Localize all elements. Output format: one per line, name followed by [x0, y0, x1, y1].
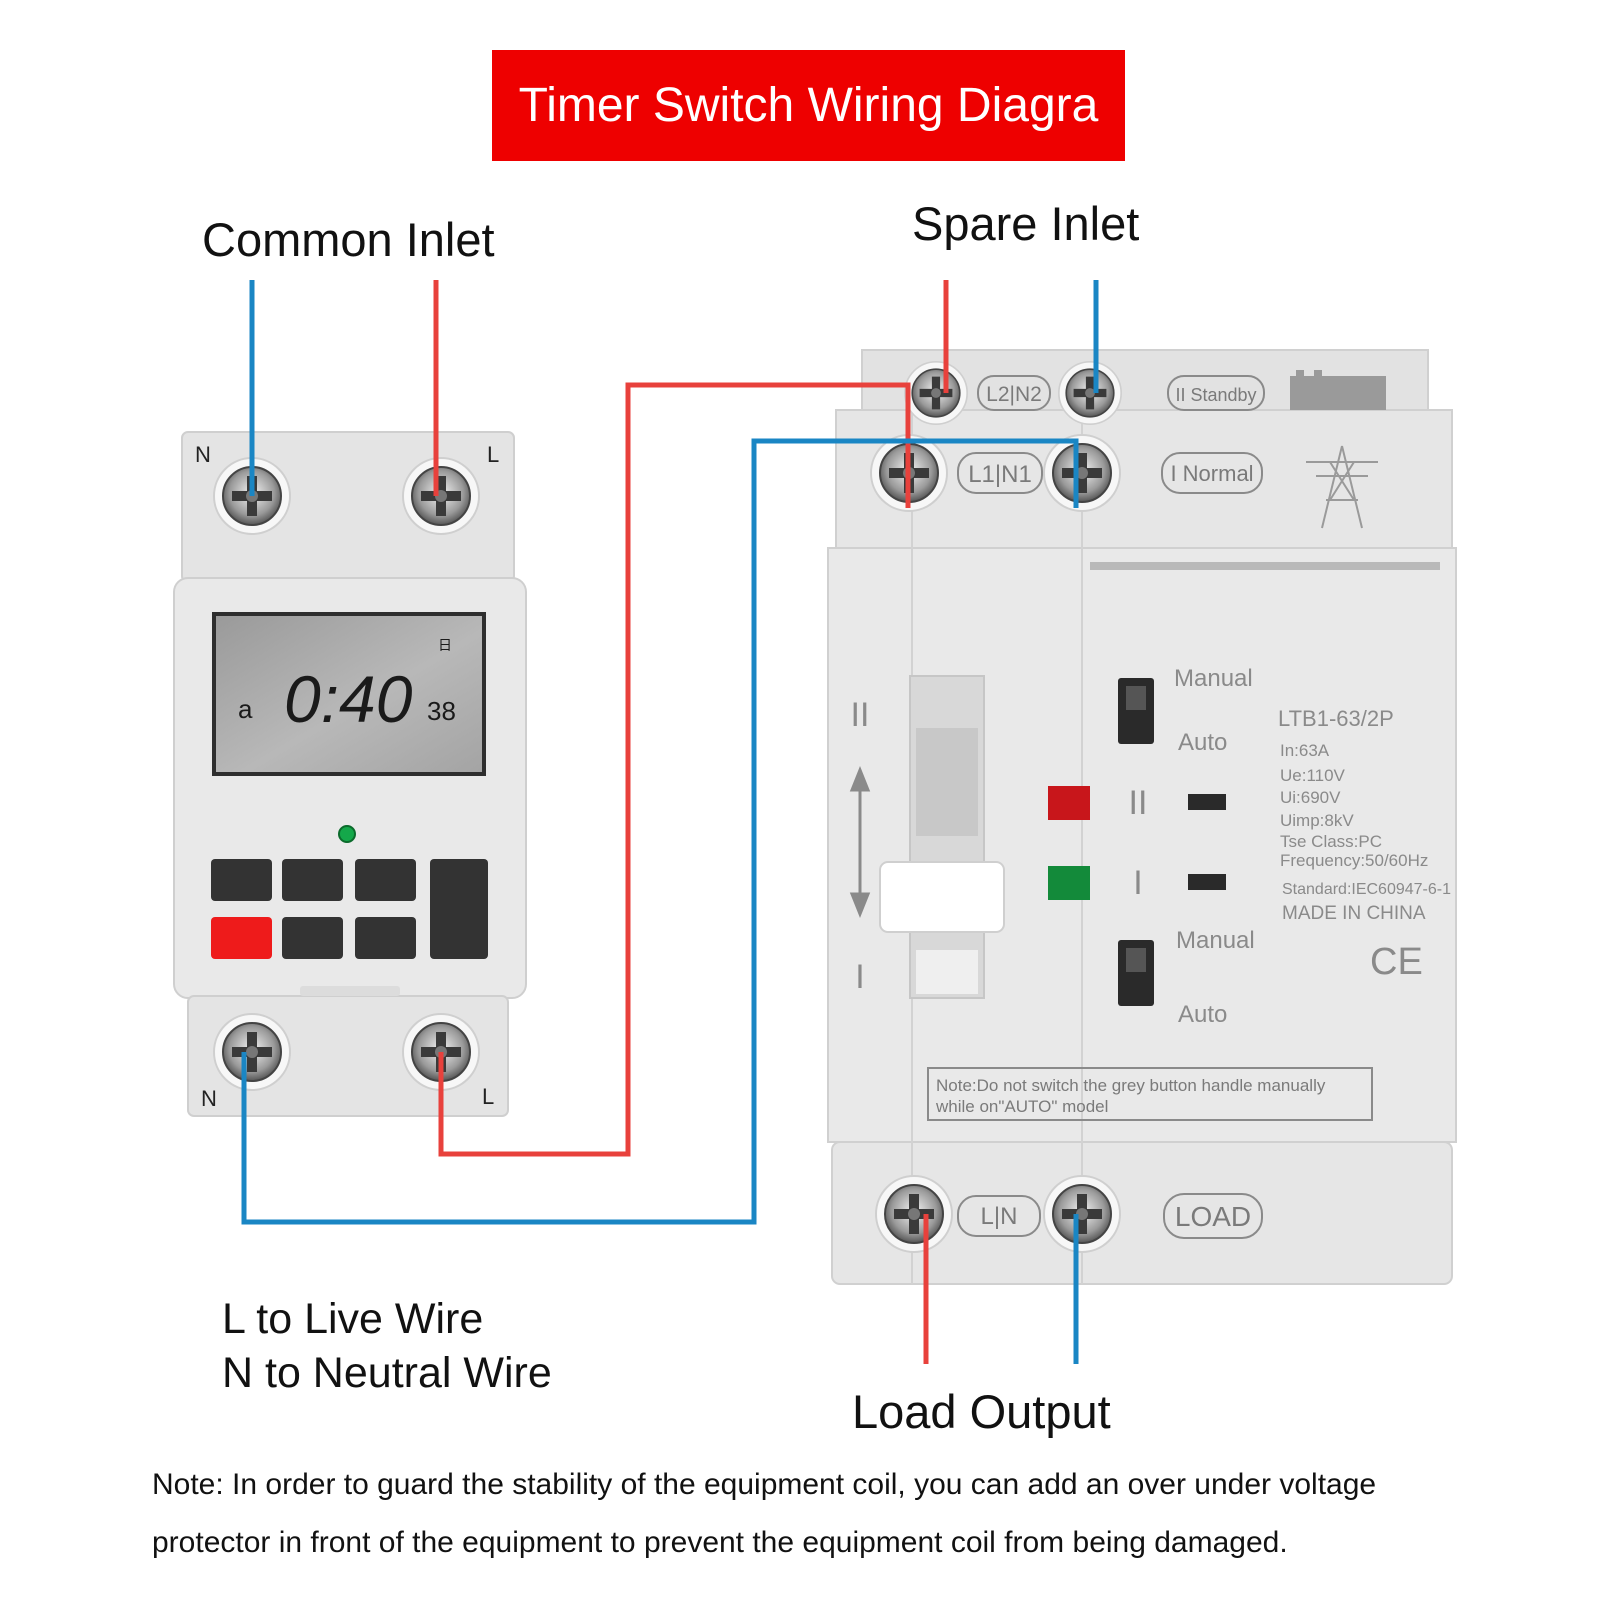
- wires: [241, 280, 1099, 1364]
- ats-mid-terminal-label: L1|N1: [968, 461, 1032, 488]
- ats-note-box: [927, 1067, 1373, 1121]
- ats-spec-ui: Ui:690V: [1280, 788, 1341, 807]
- ats-spec-standard: Standard:IEC60947-6-1: [1282, 881, 1451, 898]
- lcd-day: a: [238, 694, 253, 724]
- wiring-diagram: N L N L a 0:40 38 日: [173, 280, 1457, 1364]
- lcd-corner-glyph: 日: [438, 637, 452, 653]
- ats-normal-tag: I Normal: [1170, 461, 1253, 486]
- title-banner: Timer Switch Wiring Diagra: [492, 50, 1125, 161]
- ats-auto-bottom: Auto: [1178, 1001, 1227, 1028]
- legend-neutral: N to Neutral Wire: [222, 1349, 552, 1397]
- ats-model: LTB1-63/2P: [1278, 706, 1394, 731]
- timer-neutral-to-normal-wire: [241, 438, 1079, 1225]
- ats-n2-screw: [1058, 361, 1122, 425]
- ats-auto-top: Auto: [1178, 729, 1227, 756]
- ats-spec-ue: Ue:110V: [1280, 766, 1346, 785]
- ats-note-line1: Note:Do not switch the grey button handl…: [936, 1076, 1326, 1095]
- ats-spec-in: In:63A: [1280, 741, 1330, 760]
- double-arrow-icon: [849, 765, 871, 919]
- bottom-note: Note: In order to guard the stability of…: [152, 1468, 1377, 1559]
- timer-bottom-n-label: N: [201, 1086, 217, 1111]
- timer-button-tall[interactable]: [430, 859, 488, 959]
- ats-n-load-screw: [1043, 1175, 1121, 1253]
- timer-button-5[interactable]: [282, 917, 343, 959]
- ats-spec-frequency: Frequency:50/60Hz: [1280, 851, 1428, 870]
- ats-l-load-screw: [875, 1175, 953, 1253]
- ats-made-in: MADE IN CHINA: [1282, 903, 1426, 924]
- ats-note-line2: while on"AUTO" model: [935, 1097, 1108, 1116]
- ats-top-strip: [1090, 562, 1440, 570]
- diagram-title: Timer Switch Wiring Diagra: [518, 79, 1099, 132]
- timer-top-l-label: L: [487, 442, 499, 467]
- factory-icon: [1290, 370, 1386, 410]
- ats-indicator-ii-label: II: [1129, 784, 1148, 822]
- ats-bottom-module: [831, 1141, 1453, 1285]
- timer-button-6[interactable]: [355, 917, 416, 959]
- lcd-time: 0:40: [284, 662, 413, 736]
- timer-bottom-n-screw: [213, 1013, 291, 1091]
- ats-position-i: I: [855, 958, 864, 996]
- ats-load-terminal-label: L|N: [981, 1203, 1018, 1230]
- ats-n1-screw: [1043, 434, 1121, 512]
- ats-load-tag: LOAD: [1175, 1201, 1251, 1232]
- lcd-seconds: 38: [427, 696, 456, 726]
- status-led: [338, 825, 356, 843]
- timer-top-n-label: N: [195, 442, 211, 467]
- lcd-screen: [216, 616, 482, 772]
- ats-standby-tag: II Standby: [1175, 385, 1256, 405]
- ce-mark: CE: [1370, 941, 1423, 983]
- ats-position-ii: II: [851, 696, 870, 734]
- timer-switch: N L N L a 0:40 38 日: [173, 431, 527, 1117]
- ats-handle[interactable]: [879, 861, 1005, 933]
- legend-live: L to Live Wire: [222, 1295, 484, 1343]
- spare-inlet-label: Spare Inlet: [912, 197, 1140, 250]
- ats-handle-track: [909, 675, 985, 999]
- load-output-label: Load Output: [852, 1385, 1111, 1438]
- timer-button-3[interactable]: [355, 859, 416, 901]
- timer-button-1[interactable]: [211, 859, 272, 901]
- wire-legend: L to Live Wire N to Neutral Wire: [222, 1292, 552, 1400]
- timer-clip: [300, 986, 400, 996]
- timer-live-to-normal-wire: [438, 382, 911, 1157]
- pylon-icon: [1306, 445, 1378, 529]
- ats-indicator-i-green: [1048, 866, 1090, 900]
- ats-l2-screw: [904, 361, 968, 425]
- timer-button-2[interactable]: [282, 859, 343, 901]
- common-inlet-label: Common Inlet: [202, 213, 495, 266]
- ats-manual-bottom: Manual: [1176, 927, 1255, 954]
- ats-spec-uimp: Uimp:8kV: [1280, 811, 1354, 830]
- ats-manual-top: Manual: [1174, 665, 1253, 692]
- ats-switch: L2|N2 II Standby L1|N1 I Normal L|N LOAD…: [827, 349, 1457, 1285]
- timer-bottom-l-label: L: [482, 1084, 494, 1109]
- timer-button-red[interactable]: [211, 917, 272, 959]
- ats-window-i: [1188, 874, 1226, 890]
- ats-indicator-ii-red: [1048, 786, 1090, 820]
- ats-window-ii: [1188, 794, 1226, 810]
- ats-indicator-i-label: I: [1133, 864, 1142, 902]
- ats-spec-class: Tse Class:PC: [1280, 832, 1382, 851]
- ats-top-terminal-label: L2|N2: [986, 383, 1042, 406]
- timer-top-l-screw: [402, 457, 480, 535]
